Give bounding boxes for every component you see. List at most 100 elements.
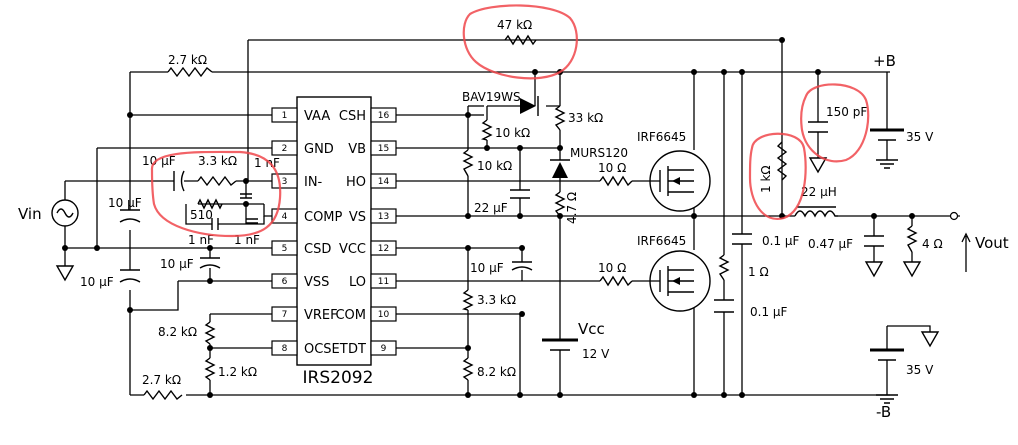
resistor-10k-a bbox=[480, 119, 493, 141]
ic-pin-label: COMP bbox=[304, 210, 343, 225]
ic-pin-number: 10 bbox=[378, 310, 390, 320]
label-r-10-hi: 10 Ω bbox=[598, 161, 626, 175]
resistor-2k7-bot bbox=[143, 389, 183, 401]
label-c-1n-b: 1 nF bbox=[188, 233, 214, 247]
resistors bbox=[143, 34, 918, 401]
resistor-1k bbox=[776, 141, 788, 181]
resistor-8k2-a bbox=[204, 321, 216, 345]
ic-pin-label: OCSET bbox=[304, 342, 348, 357]
component-labels: 2.7 kΩ 47 kΩ +B -B BAV19WS 10 kΩ 33 kΩ I… bbox=[18, 18, 1009, 421]
resistor-8k2-b bbox=[462, 357, 474, 381]
highlight-annotations bbox=[150, 4, 870, 238]
label-c-0u47: 0.47 µF bbox=[808, 237, 853, 251]
highlight-150pf bbox=[800, 83, 870, 163]
label-r-1: 1 Ω bbox=[748, 265, 769, 279]
label-c-10u-vss: 10 µF bbox=[80, 275, 114, 289]
resistor-1k2 bbox=[204, 357, 216, 381]
ic-pin-right: 16 CSH bbox=[339, 107, 397, 124]
ic-pin-number: 16 bbox=[378, 111, 390, 121]
ic-pin-label: CSH bbox=[339, 109, 366, 124]
ic-pin-number: 7 bbox=[282, 310, 288, 320]
label-v-35-top: 35 V bbox=[906, 130, 934, 144]
resistor-510 bbox=[197, 198, 223, 210]
resistor-3k3-dt bbox=[461, 289, 474, 311]
highlight-1k bbox=[748, 132, 807, 221]
label-c-0u1-b: 0.1 µF bbox=[750, 305, 788, 319]
label-c-10u-vcc: 10 µF bbox=[470, 261, 504, 275]
mosfet-low-side bbox=[649, 250, 711, 312]
label-l-22u: 22 µH bbox=[801, 185, 837, 199]
label-r-1k: 1 kΩ bbox=[759, 165, 773, 193]
label-c-1n-a: 1 nF bbox=[254, 156, 280, 170]
resistor-10k-b bbox=[462, 149, 474, 177]
ic-pin-number: 4 bbox=[282, 212, 288, 222]
ic-pin-label: IN- bbox=[304, 175, 323, 190]
ic-pin-label: GND bbox=[304, 142, 334, 157]
label-c-10u-in: 10 µF bbox=[142, 154, 176, 168]
ic-pin-label: CSD bbox=[304, 242, 331, 257]
battery-pos-rail bbox=[870, 128, 904, 141]
battery-neg-rail bbox=[870, 348, 904, 361]
label-diode-murs: MURS120 bbox=[570, 146, 628, 160]
label-r-3k3-in: 3.3 kΩ bbox=[198, 154, 237, 168]
ic-pin-label: VB bbox=[348, 142, 366, 157]
resistor-1r bbox=[718, 254, 730, 281]
wires bbox=[64, 39, 971, 396]
ic-pin-label: DT bbox=[348, 342, 366, 357]
resistor-10-lo bbox=[599, 275, 633, 287]
ground-symbols bbox=[55, 157, 940, 404]
resistor-3k3-in bbox=[197, 175, 237, 187]
ic-pin-label: VSS bbox=[304, 275, 329, 290]
label-vout: Vout bbox=[975, 234, 1009, 252]
label-vin: Vin bbox=[18, 205, 42, 223]
label-r-8k2-a: 8.2 kΩ bbox=[158, 325, 197, 339]
label-r-top-2k7: 2.7 kΩ bbox=[168, 53, 207, 67]
resistor-4r7 bbox=[554, 191, 566, 217]
ic-pin-left: 7 VREF bbox=[271, 306, 338, 323]
label-diode-bav: BAV19WS bbox=[462, 90, 521, 104]
label-r-4: 4 Ω bbox=[922, 237, 943, 251]
ic-pin-number: 14 bbox=[378, 177, 390, 187]
ic-pin-right: 13 VS bbox=[349, 208, 397, 225]
ic-pin-right: 9DT bbox=[348, 340, 397, 357]
label-c-150p: 150 pF bbox=[826, 105, 867, 119]
label-r-510: 510 bbox=[190, 208, 213, 222]
capacitors bbox=[119, 121, 884, 313]
ac-source-vin bbox=[51, 199, 79, 227]
ic-pin-label: VS bbox=[349, 210, 366, 225]
resistor-4r bbox=[906, 225, 918, 253]
battery-vcc bbox=[542, 338, 578, 351]
ic-pin-number: 13 bbox=[378, 212, 389, 222]
resistor-10-hi bbox=[599, 175, 633, 187]
ic-pin-label: LO bbox=[349, 275, 366, 290]
inductor-22uh bbox=[794, 206, 838, 218]
label-r-1k2: 1.2 kΩ bbox=[218, 365, 257, 379]
ic-pin-label: VREF bbox=[304, 308, 338, 323]
label-r-3k3-dt: 3.3 kΩ bbox=[477, 293, 516, 307]
label-r-47k: 47 kΩ bbox=[497, 18, 532, 32]
resistor-33k bbox=[554, 105, 566, 131]
ic-pin-label: VCC bbox=[339, 242, 366, 257]
label-r-8k2-b: 8.2 kΩ bbox=[477, 365, 516, 379]
highlight-47k bbox=[462, 4, 578, 80]
ic-pin-number: 15 bbox=[378, 144, 389, 154]
label-c-10u-csd: 10 µF bbox=[160, 257, 194, 271]
label-vcc: Vcc bbox=[578, 320, 605, 338]
label-c-22u: 22 µF bbox=[474, 201, 508, 215]
label-c-10u-left: 10 µF bbox=[108, 196, 142, 210]
label-r-10-lo: 10 Ω bbox=[598, 261, 626, 275]
label-r-10k-b: 10 kΩ bbox=[477, 159, 512, 173]
diodes bbox=[520, 96, 570, 178]
label-mosfet-hi: IRF6645 bbox=[637, 130, 686, 144]
ic-pin-label: VAA bbox=[304, 109, 330, 124]
ic-pin-number: 2 bbox=[282, 144, 288, 154]
label-rail-pos: +B bbox=[873, 52, 896, 70]
